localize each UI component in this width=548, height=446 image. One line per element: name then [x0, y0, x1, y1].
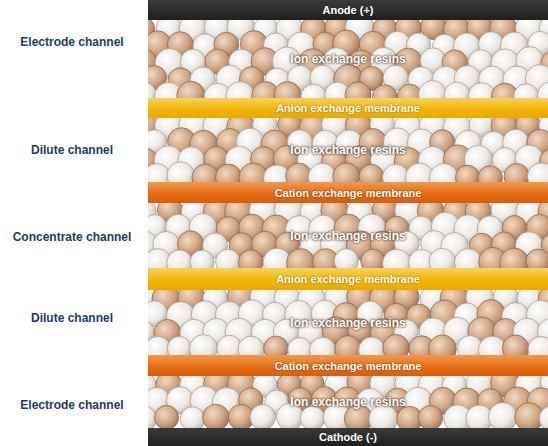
layer-text: Ion exchange resins [290, 143, 405, 157]
resin-bed: Ion exchange resins [148, 203, 548, 268]
layer-text: Cathode (-) [319, 431, 377, 443]
channel-label: Electrode channel [2, 398, 142, 412]
cation-membrane: Cation exchange membrane [148, 355, 548, 376]
channel-label: Dilute channel [2, 311, 142, 325]
resin-bed: Ion exchange resins [148, 118, 548, 182]
cation-membrane: Cation exchange membrane [148, 182, 548, 203]
layer-text: Ion exchange resins [290, 52, 405, 66]
layer-text: Ion exchange resins [290, 229, 405, 243]
resin-bead [250, 404, 275, 429]
resin-bead [418, 406, 442, 430]
layer-text: Anode (+) [322, 4, 373, 16]
channel-label: Concentrate channel [2, 230, 142, 244]
channel-label: Electrode channel [2, 35, 142, 49]
bead-layer [148, 13, 548, 433]
resin-bed: Ion exchange resins [148, 290, 548, 355]
anion-membrane: Anion exchange membrane [148, 98, 548, 118]
anion-membrane: Anion exchange membrane [148, 268, 548, 290]
resin-bed: Ion exchange resins [148, 376, 548, 428]
resin-bead [300, 406, 324, 430]
layer-text: Cation exchange membrane [275, 187, 422, 199]
resin-bead [203, 404, 229, 430]
resin-bead [154, 405, 178, 429]
layer-text: Ion exchange resins [290, 395, 405, 409]
layer-text: Cation exchange membrane [275, 360, 422, 372]
layer-text: Anion exchange membrane [276, 273, 420, 285]
layer-text: Anion exchange membrane [276, 102, 420, 114]
layer-text: Ion exchange resins [290, 316, 405, 330]
resin-bed: Ion exchange resins [148, 20, 548, 98]
electrode-bar: Anode (+) [148, 0, 548, 20]
electrode-bar: Cathode (-) [148, 428, 548, 446]
resin-bead [488, 402, 517, 431]
channel-label: Dilute channel [2, 143, 142, 157]
